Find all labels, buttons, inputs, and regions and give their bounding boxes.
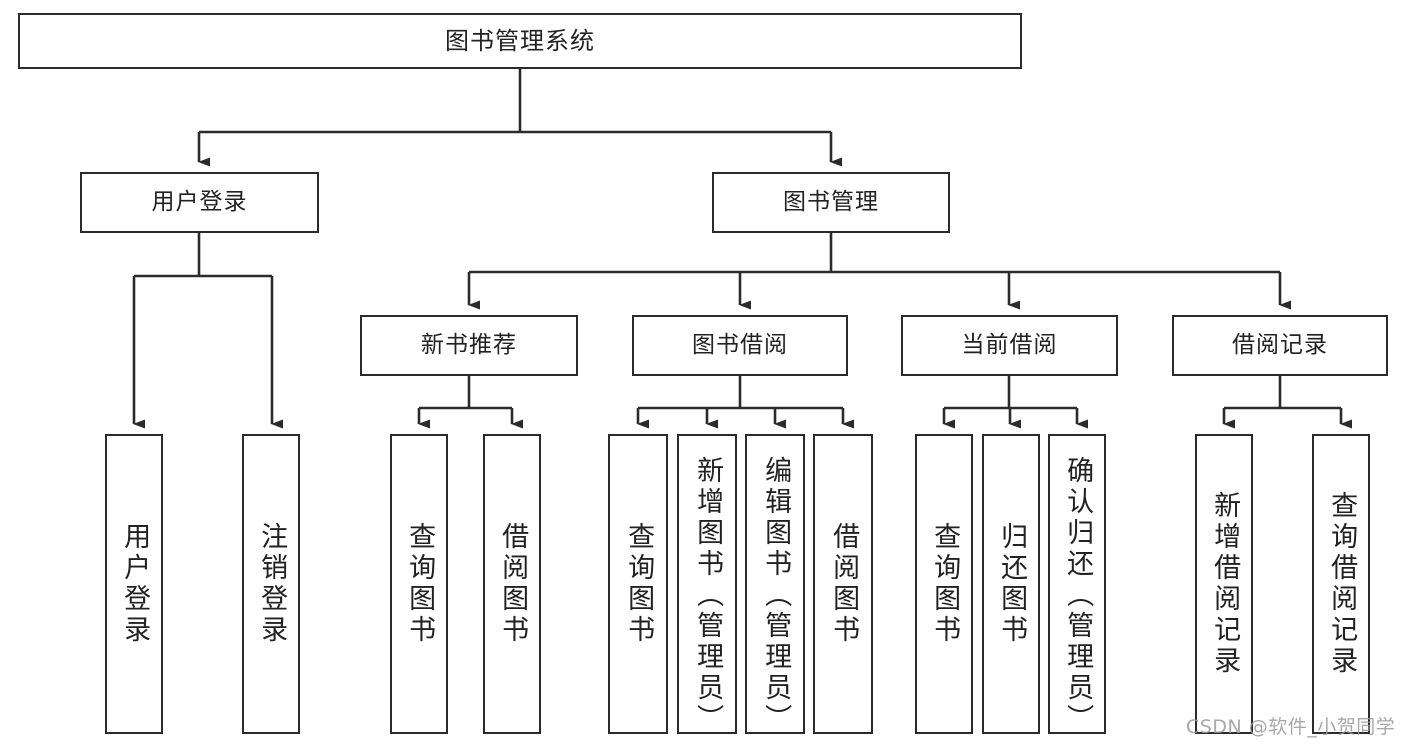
leaf-add-borrow-record[interactable]: 新增借阅记录 [1195,434,1253,734]
leaf-confirm-return-admin[interactable]: 确认归还（管理员） [1048,434,1106,735]
leaf-label: 查询借阅记录 [1326,491,1358,677]
node-user-login[interactable]: 用户登录 [80,172,319,233]
leaf-label: 查询图书 [404,522,436,646]
leaf-label: 新增借阅记录 [1209,491,1241,677]
leaf-borrow-book-recommend[interactable]: 借阅图书 [483,434,541,734]
leaf-label: 注销登录 [256,522,288,646]
node-new-book-recommend[interactable]: 新书推荐 [360,315,578,376]
node-root-book-management-system[interactable]: 图书管理系统 [18,13,1022,69]
leaf-query-borrow-record[interactable]: 查询借阅记录 [1312,434,1370,734]
node-book-borrow[interactable]: 图书借阅 [632,315,848,376]
node-borrow-record[interactable]: 借阅记录 [1172,315,1388,376]
leaf-label: 借阅图书 [497,522,529,646]
leaf-borrow-book[interactable]: 借阅图书 [813,434,873,734]
leaf-user-login[interactable]: 用户登录 [105,434,163,734]
leaf-add-book-admin[interactable]: 新增图书（管理员） [677,434,737,735]
leaf-label: 查询图书 [623,522,655,646]
leaf-label: 借阅图书 [828,522,860,646]
leaf-label: 归还图书 [996,522,1028,646]
leaf-label: 确认归还（管理员） [1062,456,1094,735]
leaf-label: 编辑图书（管理员） [760,456,792,735]
leaf-label: 用户登录 [119,522,151,646]
watermark: CSDN @软件_小贺同学 [1186,716,1396,738]
leaf-return-book[interactable]: 归还图书 [982,434,1040,734]
leaf-query-book-recommend[interactable]: 查询图书 [390,434,448,734]
leaf-user-logout[interactable]: 注销登录 [242,434,300,734]
leaf-edit-book-admin[interactable]: 编辑图书（管理员） [745,434,805,735]
leaf-label: 新增图书（管理员） [692,456,724,735]
node-book-management[interactable]: 图书管理 [712,172,950,233]
leaf-query-book-current[interactable]: 查询图书 [915,434,973,734]
leaf-query-book-borrow[interactable]: 查询图书 [608,434,668,734]
node-current-borrow[interactable]: 当前借阅 [901,315,1118,376]
leaf-label: 查询图书 [929,522,961,646]
